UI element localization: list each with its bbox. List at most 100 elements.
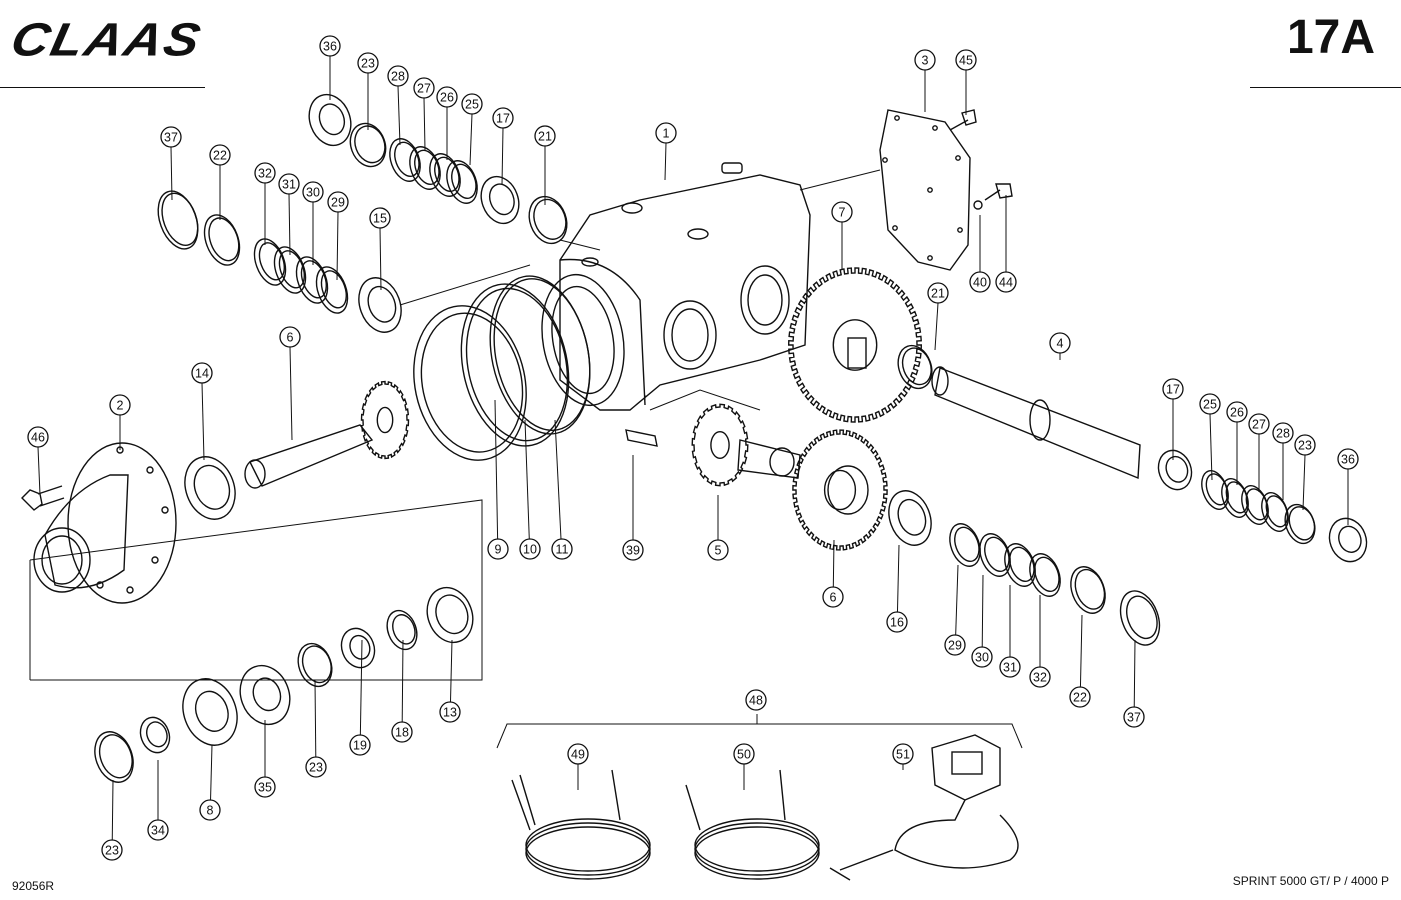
callout-6: 6: [279, 326, 301, 348]
callout-label: 50: [737, 747, 751, 761]
callout-27: 27: [413, 77, 435, 99]
callout-label: 46: [31, 430, 45, 444]
callout-bubble: [655, 122, 677, 144]
callout-14: 14: [191, 362, 213, 384]
leader-line: [934, 302, 939, 351]
callout-19: 19: [349, 734, 371, 756]
callout-11: 11: [551, 538, 573, 560]
callout-27: 27: [1248, 413, 1270, 435]
callout-label: 8: [207, 803, 214, 817]
parts-layer: [21, 93, 1368, 881]
callout-bubble: [999, 656, 1021, 678]
leader-line: [37, 446, 41, 496]
callout-18: 18: [391, 721, 413, 743]
seal-36-right: [1328, 517, 1368, 563]
axis-line: [29, 499, 483, 681]
callout-bubble: [101, 839, 123, 861]
callout-label: 45: [959, 53, 973, 67]
callout-34: 34: [147, 819, 169, 841]
callout-6: 6: [822, 586, 844, 608]
callout-label: 15: [373, 211, 387, 225]
circlip-23-lower: [297, 642, 333, 688]
callout-bubble: [387, 65, 409, 87]
callout-label: 21: [538, 129, 552, 143]
leader-line: [397, 85, 401, 146]
callout-29: 29: [944, 634, 966, 656]
callout-17: 17: [1162, 378, 1184, 400]
callout-bubble: [254, 162, 276, 184]
callout-label: 32: [258, 166, 272, 180]
callout-label: 36: [323, 39, 337, 53]
cap-37-upper: [157, 190, 199, 250]
gear-7-hub: [847, 337, 867, 369]
callout-bubble: [927, 282, 949, 304]
callout-label: 34: [151, 823, 165, 837]
callout-label: 23: [361, 56, 375, 70]
callout-bubble: [1049, 332, 1071, 354]
callout-bubble: [369, 207, 391, 229]
callout-bubble: [209, 144, 231, 166]
callout-10: 10: [519, 538, 541, 560]
callout-bubble: [1272, 422, 1294, 444]
callout-label: 22: [213, 148, 227, 162]
callout-label: 18: [395, 725, 409, 739]
leader-line: [1209, 413, 1213, 481]
callout-bubble: [436, 86, 458, 108]
callout-label: 5: [715, 543, 722, 557]
circlip-23-bottom: [94, 731, 134, 783]
nut-19: [340, 627, 376, 669]
callout-bubble: [254, 776, 276, 798]
callout-bubble: [944, 634, 966, 656]
callout-label: 30: [306, 185, 320, 199]
callout-4: 4: [1049, 332, 1071, 354]
callout-bubble: [1162, 378, 1184, 400]
callout-bubble: [1294, 434, 1316, 456]
axis-line: [649, 389, 761, 411]
key-39: [625, 429, 658, 447]
callout-label: 27: [1252, 417, 1266, 431]
callout-bubble: [492, 107, 514, 129]
gearbox-housing: [541, 162, 811, 411]
callout-label: 17: [496, 111, 510, 125]
callout-3: 3: [914, 49, 936, 71]
callout-bubble: [914, 49, 936, 71]
callout-label: 6: [287, 330, 294, 344]
callout-label: 23: [1298, 438, 1312, 452]
callout-37: 37: [160, 126, 182, 148]
callout-label: 23: [309, 760, 323, 774]
bearing-sleeve-8: [182, 678, 238, 746]
callout-bubble: [199, 799, 221, 821]
callout-label: 51: [896, 747, 910, 761]
callout-bubble: [327, 191, 349, 213]
callout-label: 35: [258, 780, 272, 794]
shim-25-right: [1201, 470, 1229, 510]
circlip-22-upper: [203, 214, 241, 266]
callout-bubble: [487, 538, 509, 560]
gasket-11: [489, 275, 591, 435]
callout-label: 32: [1033, 670, 1047, 684]
callout-29: 29: [327, 191, 349, 213]
callout-15: 15: [369, 207, 391, 229]
callout-bubble: [109, 394, 131, 416]
callout-21: 21: [927, 282, 949, 304]
sensor-51: [829, 734, 1019, 881]
washer-40: [973, 200, 983, 210]
bolt-46: [21, 485, 65, 511]
callout-label: 31: [282, 177, 296, 191]
callout-22: 22: [209, 144, 231, 166]
callout-bubble: [1069, 686, 1091, 708]
callout-bubble: [969, 271, 991, 293]
seal-ring-10: [460, 283, 570, 447]
callout-label: 40: [973, 275, 987, 289]
leader-line: [664, 142, 667, 181]
callout-bubble: [305, 756, 327, 778]
callout-23: 23: [357, 52, 379, 74]
callout-bubble: [278, 173, 300, 195]
cable-49: [511, 769, 651, 880]
callout-bubble: [519, 538, 541, 560]
callout-36: 36: [319, 35, 341, 57]
shim-32-lower: [1029, 553, 1061, 597]
large-gear-7: [787, 267, 923, 423]
shim-28-right: [1261, 492, 1289, 532]
